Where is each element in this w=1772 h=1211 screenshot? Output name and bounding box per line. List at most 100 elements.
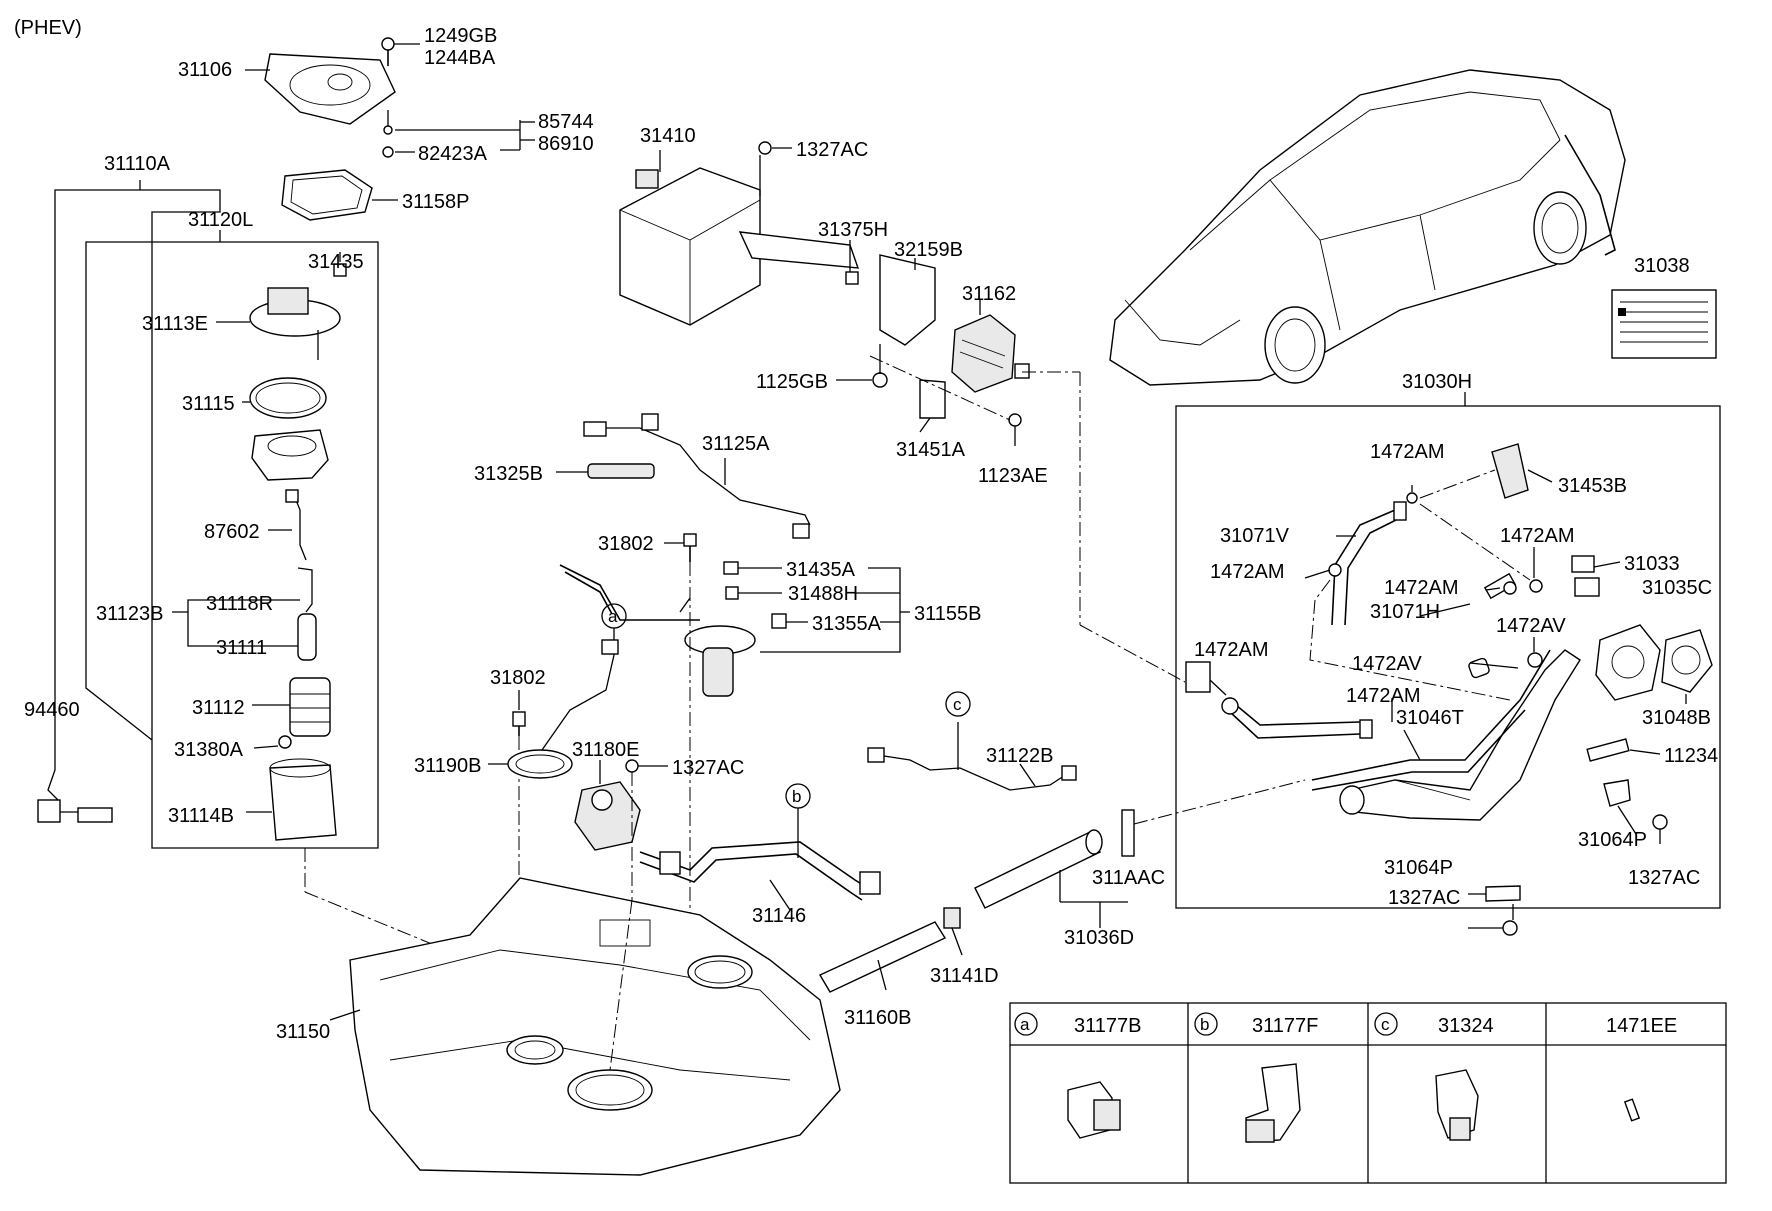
callout-31046T: 31046T [1396, 707, 1464, 729]
callout-31453B: 31453B [1558, 475, 1627, 497]
clip-reference-table: a 31177B b 31177F c 31324 1471EE [1009, 1002, 1727, 1184]
harness-87602 [268, 489, 307, 561]
canister-filter-31162 [951, 300, 1030, 393]
table-marker-a: a [1020, 1015, 1030, 1034]
table-part-31324: 31324 [1438, 1015, 1494, 1037]
bracket-32159B [879, 254, 936, 346]
filler-pipe-31036D [974, 829, 1128, 928]
canister-31410 [619, 150, 860, 326]
marker-a: a [601, 603, 627, 629]
callout-31325B: 31325B [474, 463, 543, 485]
callout-31160B: 31160B [844, 1007, 911, 1029]
variant-label: (PHEV) [14, 17, 82, 39]
table-marker-c: c [1381, 1015, 1390, 1034]
clip-31435 [333, 252, 347, 277]
callout-31180E: 31180E [572, 739, 639, 761]
fuel-tank-31150 [329, 877, 841, 1176]
vent-hose-31071 [1185, 661, 1373, 739]
callout-31071H: 31071H [1370, 601, 1440, 623]
callout-1327AC-mid: 1327AC [672, 757, 744, 779]
callout-31030H: 31030H [1402, 371, 1472, 393]
table-cell-1471EE: 1471EE [1606, 1015, 1677, 1122]
callout-31118R: 31118R [206, 593, 273, 615]
vehicle-illustration [1109, 69, 1626, 386]
svg-text:c: c [953, 695, 962, 714]
callout-1472AM-2: 1472AM [1210, 561, 1285, 583]
gasket-31158P [281, 169, 398, 221]
callout-31802-mid: 31802 [490, 667, 546, 689]
harness-94460 [37, 750, 113, 823]
fuel-filter-31112 [252, 677, 331, 737]
bolt-1249GB [381, 37, 420, 66]
oring-31115 [242, 377, 327, 419]
filler-neck-31030H [1311, 624, 1713, 821]
label-31038 [1611, 289, 1717, 359]
pump-retainer [251, 429, 329, 481]
valve-31180E [574, 760, 641, 851]
hose-31146 [639, 808, 881, 911]
table-part-31177B: 31177B [1074, 1015, 1141, 1037]
callout-85744: 85744 [538, 111, 594, 133]
callout-31122B: 31122B [986, 745, 1053, 767]
callout-1249GB: 1249GB [424, 25, 497, 47]
callout-31375H: 31375H [818, 219, 888, 241]
callout-31451A: 31451A [896, 439, 966, 461]
table-cell-c: c 31324 [1374, 1012, 1494, 1141]
callout-1244BA: 1244BA [424, 47, 496, 69]
callout-31150: 31150 [276, 1021, 330, 1043]
callout-1472AM-1: 1472AM [1370, 441, 1445, 463]
svg-text:b: b [792, 787, 801, 806]
callout-31488H: 31488H [788, 583, 858, 605]
callout-1472AM-5: 1472AM [1194, 639, 1269, 661]
callout-86910: 86910 [538, 133, 594, 155]
fuel-sender-31155B [559, 564, 756, 697]
callout-11234: 11234 [1664, 745, 1718, 767]
callout-31035C: 31035C [1642, 577, 1712, 599]
callout-31125A: 31125A [702, 433, 770, 455]
callout-31435A: 31435A [786, 559, 856, 581]
callout-31120L: 31120L [188, 209, 253, 231]
callout-1472AM-3: 1472AM [1500, 525, 1575, 547]
callout-1327AC-r2: 1327AC [1388, 887, 1460, 909]
callout-31158P: 31158P [402, 191, 469, 213]
table-marker-b: b [1200, 1015, 1209, 1034]
callout-31162: 31162 [962, 283, 1016, 305]
lock-ring-31190B [488, 749, 573, 779]
callout-31113E: 31113E [142, 313, 208, 335]
callout-87602: 87602 [204, 521, 260, 543]
svg-text:a: a [608, 607, 618, 626]
callout-31123B: 31123B [96, 603, 163, 625]
callout-31033: 31033 [1624, 553, 1680, 575]
marker-c: c [945, 691, 971, 717]
callout-31141D: 31141D [930, 965, 999, 987]
callout-31071V: 31071V [1220, 525, 1290, 547]
callout-31435: 31435 [308, 251, 364, 273]
fuel-pump-cover-plate [245, 53, 396, 125]
table-cell-a: a 31177B [1014, 1012, 1141, 1139]
callout-32159B: 32159B [894, 239, 963, 261]
callout-31110A: 31110A [104, 153, 171, 175]
callout-1472AV-2: 1472AV [1352, 653, 1422, 675]
callout-31802-top: 31802 [598, 533, 654, 555]
callout-1123AE: 1123AE [978, 465, 1048, 487]
table-part-31177F: 31177F [1252, 1015, 1318, 1037]
pump-flange-31113E [216, 287, 341, 360]
callout-31115: 31115 [182, 393, 235, 415]
callout-1327AC-r1: 1327AC [1628, 867, 1700, 889]
callout-31380A: 31380A [174, 739, 244, 761]
reservoir-cup-31114B [246, 758, 337, 841]
callout-1327AC-top: 1327AC [796, 139, 868, 161]
callout-31155B: 31155B [914, 603, 981, 625]
callout-labels: 1249GB 1244BA 31106 85744 86910 82423A 3… [24, 25, 1718, 1043]
callout-31064P-2: 31064P [1384, 857, 1453, 879]
harness-31122B [867, 722, 1077, 791]
callout-31410: 31410 [640, 125, 696, 147]
callout-31064P-1: 31064P [1578, 829, 1647, 851]
table-part-1471EE: 1471EE [1606, 1015, 1677, 1037]
callout-31355A: 31355A [812, 613, 882, 635]
callout-31111: 31111 [216, 637, 267, 659]
marker-b: b [785, 783, 811, 809]
filler-assembly-frame [1175, 405, 1721, 909]
callout-31190B: 31190B [414, 755, 481, 777]
